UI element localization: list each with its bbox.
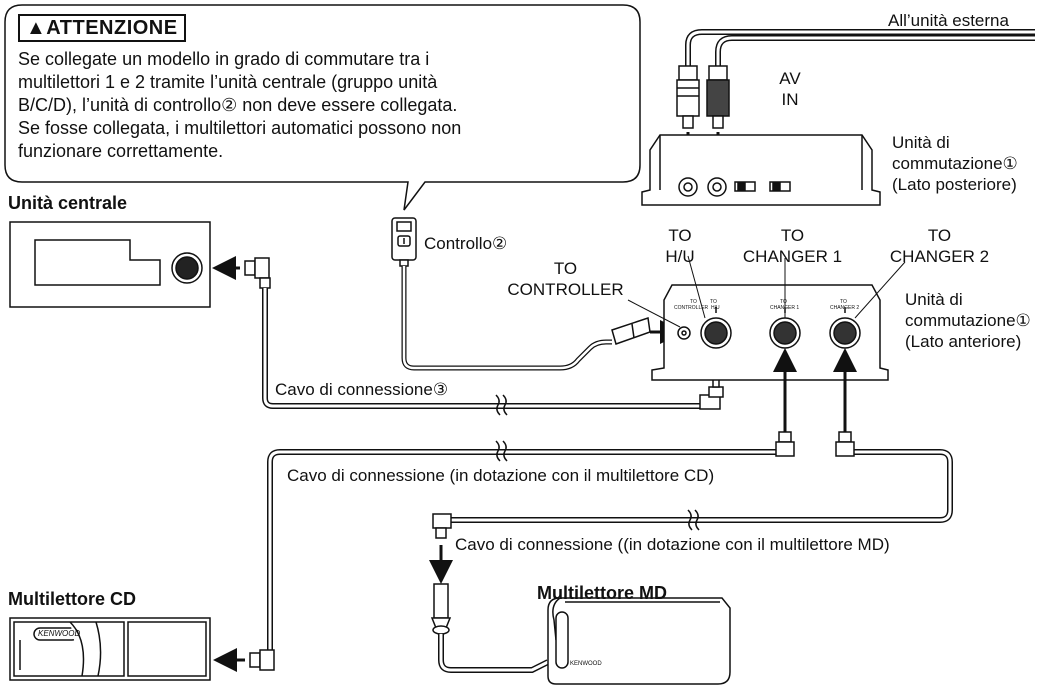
svg-text:TO: TO <box>840 299 847 305</box>
cable-cd <box>267 440 788 655</box>
controller-cable <box>401 266 612 371</box>
warning-line: B/C/D), l’unità di controllo② non deve e… <box>18 95 458 115</box>
switch-rear-label: Unità di commutazione① (Lato posteriore) <box>892 133 1018 194</box>
controller-plug <box>611 317 651 345</box>
svg-text:TO: TO <box>780 299 787 305</box>
md-cable <box>438 634 550 673</box>
md-changer-label: Multilettore MD <box>537 583 667 603</box>
warning-callout <box>4 4 641 211</box>
connector-md-top <box>432 513 452 539</box>
svg-text:TO: TO <box>690 299 697 305</box>
svg-text:CHANGER 2: CHANGER 2 <box>830 305 859 311</box>
controller-device <box>391 217 417 267</box>
warning-line: Se collegate un modello in grado di comm… <box>18 49 430 69</box>
switching-unit-front <box>651 284 889 381</box>
external-unit-label: All’unità esterna <box>888 11 1009 30</box>
cable-md-label: Cavo di connessione ((in dotazione con i… <box>455 535 890 554</box>
cd-brand-logo: KENWOOD <box>38 629 81 638</box>
connector-headunit <box>244 257 271 289</box>
warning-body: Se collegate un modello in grado di comm… <box>18 48 461 163</box>
switching-unit-rear <box>641 134 881 206</box>
controller-label: Controllo② <box>424 234 508 253</box>
head-unit <box>9 221 211 308</box>
connector-cd <box>249 649 275 671</box>
cable-3-label: Cavo di connessione③ <box>275 380 449 399</box>
svg-text:CHANGER 1: CHANGER 1 <box>770 305 799 311</box>
connector-hu <box>699 377 724 410</box>
warning-line: funzionare correttamente. <box>18 141 224 161</box>
cable-md <box>450 445 953 531</box>
switch-front-label: Unità di commutazione① (Lato anteriore) <box>905 290 1031 351</box>
warning-line: multilettori 1 e 2 tramite l’unità centr… <box>18 72 438 92</box>
cable-3 <box>262 288 715 416</box>
svg-text:TO: TO <box>710 299 717 305</box>
md-plug <box>430 583 452 635</box>
external-av-cables <box>685 29 1035 110</box>
warning-title: ▲ATTENZIONE <box>18 14 186 42</box>
cd-changer <box>9 617 211 681</box>
cable-cd-label: Cavo di connessione (in dotazione con il… <box>287 466 715 485</box>
head-unit-label: Unità centrale <box>8 193 128 213</box>
cd-changer-label: Multilettore CD <box>8 589 136 609</box>
connector-changer2 <box>835 431 855 457</box>
md-brand-logo: KENWOOD <box>570 661 602 667</box>
connector-changer1 <box>775 431 795 457</box>
svg-text:CONTROLLER: CONTROLLER <box>674 305 709 311</box>
warning-line: Se fosse collegata, i multilettori autom… <box>18 118 462 138</box>
md-changer <box>547 597 731 685</box>
svg-text:H/U: H/U <box>711 305 720 311</box>
leader-lines <box>627 255 906 328</box>
